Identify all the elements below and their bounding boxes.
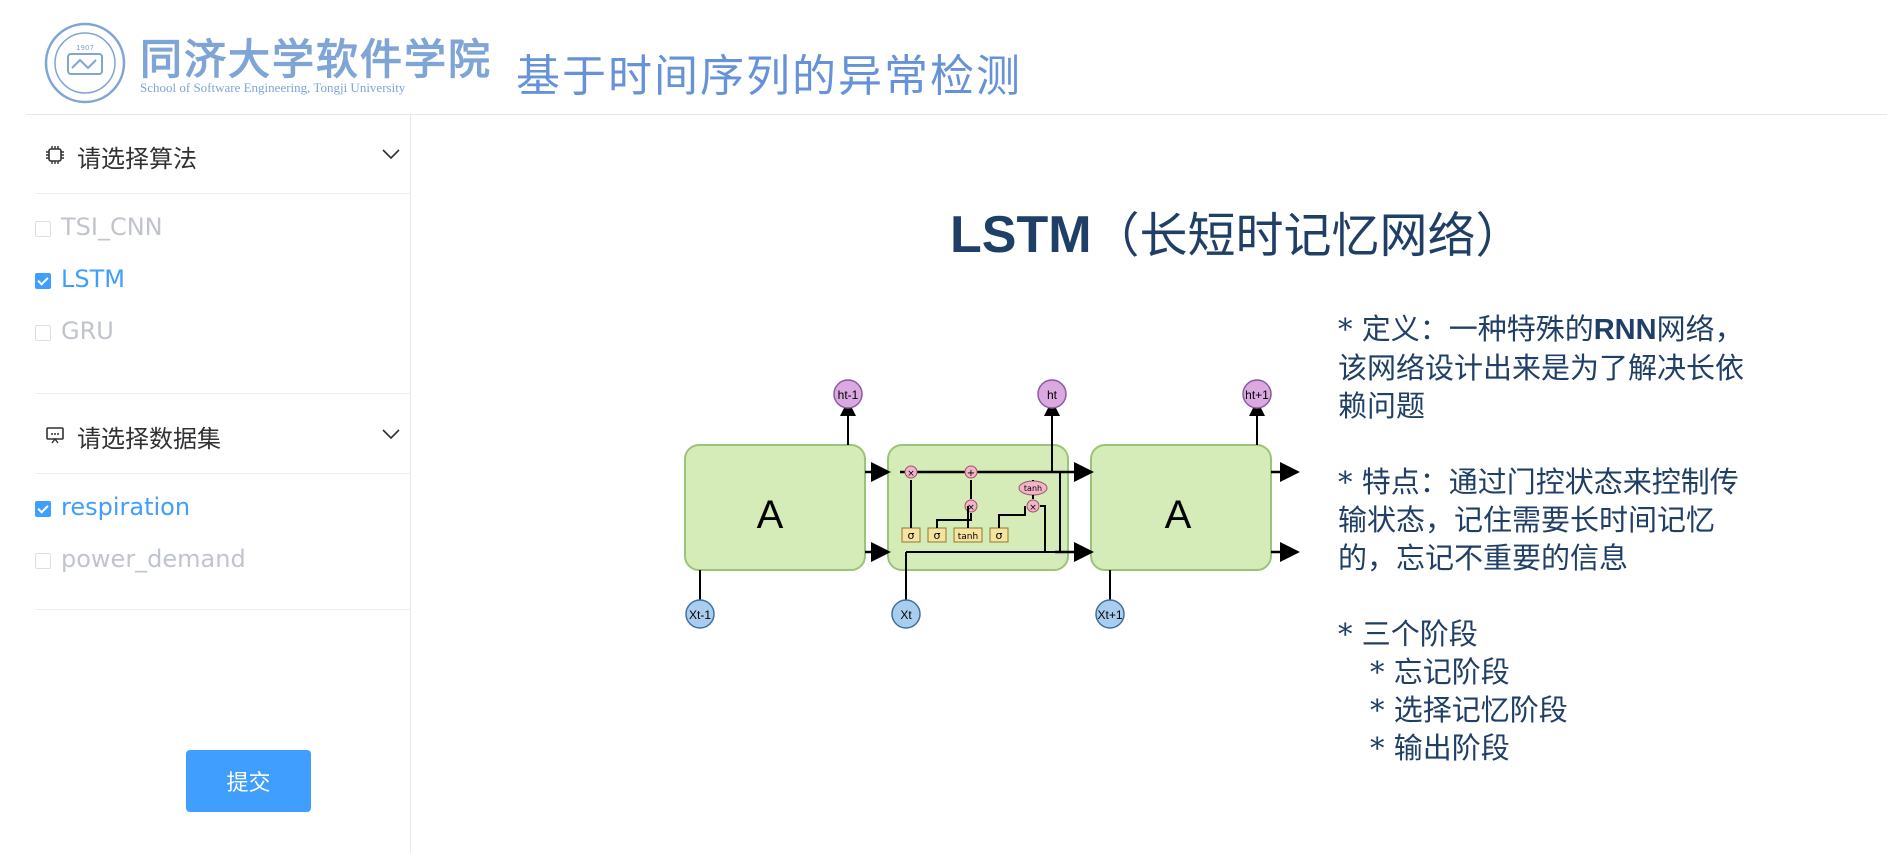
checkbox[interactable]	[35, 221, 51, 237]
gate-forget-label: σ	[908, 529, 915, 542]
option-label: TSI_CNN	[61, 213, 163, 241]
feature-text: * 特点：通过门控状态来控制传输状态，记住需要长时间记忆的，忘记不重要的信息	[1338, 465, 1739, 575]
checkbox[interactable]	[35, 325, 51, 341]
checkbox-checked[interactable]	[35, 273, 51, 289]
output-node-next	[1242, 379, 1272, 409]
lstm-cell-right	[1090, 444, 1272, 571]
sidebar-border	[410, 115, 411, 853]
input-node-prev	[685, 599, 715, 629]
definition-rest: 网络，该网络设计出来是为了解决长依赖问题	[1338, 312, 1745, 423]
submit-button[interactable]: 提交	[186, 750, 311, 812]
op-tanh-label: tanh	[1024, 484, 1042, 493]
input-node-next	[1095, 599, 1125, 629]
checkbox-checked[interactable]	[35, 501, 51, 517]
chevron-down-icon	[382, 429, 400, 440]
section-divider	[35, 193, 410, 194]
gate-output-label: σ	[996, 529, 1003, 542]
algorithm-name: LSTM	[950, 206, 1092, 264]
stage-item: * 忘记阶段	[1370, 655, 1510, 689]
input-node-current-label: Xt	[900, 608, 912, 622]
algorithm-section-title: 请选择算法	[77, 145, 197, 173]
definition-text: * 定义：一种特殊的RNN网络，该网络设计出来是为了解决长依赖问题	[1338, 310, 1748, 425]
lstm-cell-left	[684, 444, 866, 571]
algorithm-title: LSTM（长短时记忆网络）	[950, 196, 1524, 266]
stages-list: * 三个阶段 * 忘记阶段 * 选择记忆阶段 * 输出阶段	[1338, 615, 1748, 767]
section-divider	[35, 609, 410, 610]
op-input-multiply-label: ×	[967, 503, 975, 513]
cell-label-left: A	[757, 493, 784, 537]
algorithm-option-tsi-cnn[interactable]: TSI_CNN	[35, 209, 395, 249]
section-divider	[35, 393, 410, 394]
option-label: GRU	[61, 317, 114, 345]
stages-title: * 三个阶段	[1338, 617, 1478, 651]
input-node-prev-label: Xt-1	[689, 608, 711, 622]
stage-item: * 输出阶段	[1370, 731, 1510, 765]
cpu-icon	[46, 146, 64, 164]
output-node-current-label: ht	[1047, 388, 1058, 402]
lstm-diagram: A A σ σ tanh σ × + × × tanh ht-1 ht ht+1…	[684, 379, 1300, 629]
school-name-en: School of Software Engineering, Tongji U…	[140, 80, 406, 95]
op-output-multiply	[1026, 499, 1040, 513]
dataset-section-title: 请选择数据集	[77, 425, 221, 453]
header: 1907 同济大学软件学院 School of Software Enginee…	[0, 0, 1887, 114]
algorithm-option-lstm[interactable]: LSTM	[35, 261, 395, 301]
gate-candidate-label: tanh	[958, 532, 978, 542]
op-output-multiply-label: ×	[1029, 503, 1037, 513]
header-divider	[26, 114, 1887, 115]
op-forget-multiply-label: ×	[907, 469, 915, 479]
option-label: respiration	[61, 493, 191, 521]
app-title: 基于时间序列的异常检测	[516, 51, 1022, 102]
section-divider	[35, 473, 410, 474]
op-add-label: +	[967, 468, 975, 479]
sidebar-menu: 请选择算法 TSI_CNN LSTM GRU 请选择数据集 respiratio…	[26, 115, 410, 853]
algorithm-subtitle: （长短时记忆网络）	[1091, 208, 1524, 264]
output-node-next-label: ht+1	[1245, 388, 1269, 402]
dataset-option-respiration[interactable]: respiration	[35, 489, 395, 529]
output-node-current	[1037, 379, 1067, 409]
gate-input-label: σ	[934, 529, 941, 542]
algorithm-option-gru[interactable]: GRU	[35, 313, 395, 353]
dataset-section-header[interactable]: 请选择数据集	[35, 395, 410, 473]
svg-text:1907: 1907	[76, 44, 94, 52]
input-node-current	[891, 599, 921, 629]
option-label: power_demand	[61, 545, 246, 573]
checkbox[interactable]	[35, 553, 51, 569]
school-name-cn: 同济大学软件学院	[140, 35, 493, 84]
option-label: LSTM	[61, 265, 125, 293]
stage-item: * 选择记忆阶段	[1370, 693, 1568, 727]
output-node-prev	[833, 379, 863, 409]
chevron-down-icon	[382, 149, 400, 160]
cell-label-right: A	[1165, 493, 1192, 537]
algorithm-description: * 定义：一种特殊的RNN网络，该网络设计出来是为了解决长依赖问题 * 特点：通…	[1338, 310, 1748, 767]
op-forget-multiply	[904, 465, 918, 479]
dataset-option-power-demand[interactable]: power_demand	[35, 541, 395, 581]
definition-prefix: * 定义：一种特殊的	[1338, 312, 1594, 346]
tongji-seal-icon: 1907	[44, 22, 126, 104]
op-add	[964, 465, 978, 479]
monitor-icon	[46, 427, 64, 444]
output-node-prev-label: ht-1	[838, 388, 859, 402]
definition-bold: RNN	[1593, 314, 1657, 346]
school-logo[interactable]: 1907 同济大学软件学院 School of Software Enginee…	[44, 18, 490, 104]
input-node-next-label: Xt+1	[1097, 608, 1122, 622]
algorithm-section-header[interactable]: 请选择算法	[35, 115, 410, 193]
